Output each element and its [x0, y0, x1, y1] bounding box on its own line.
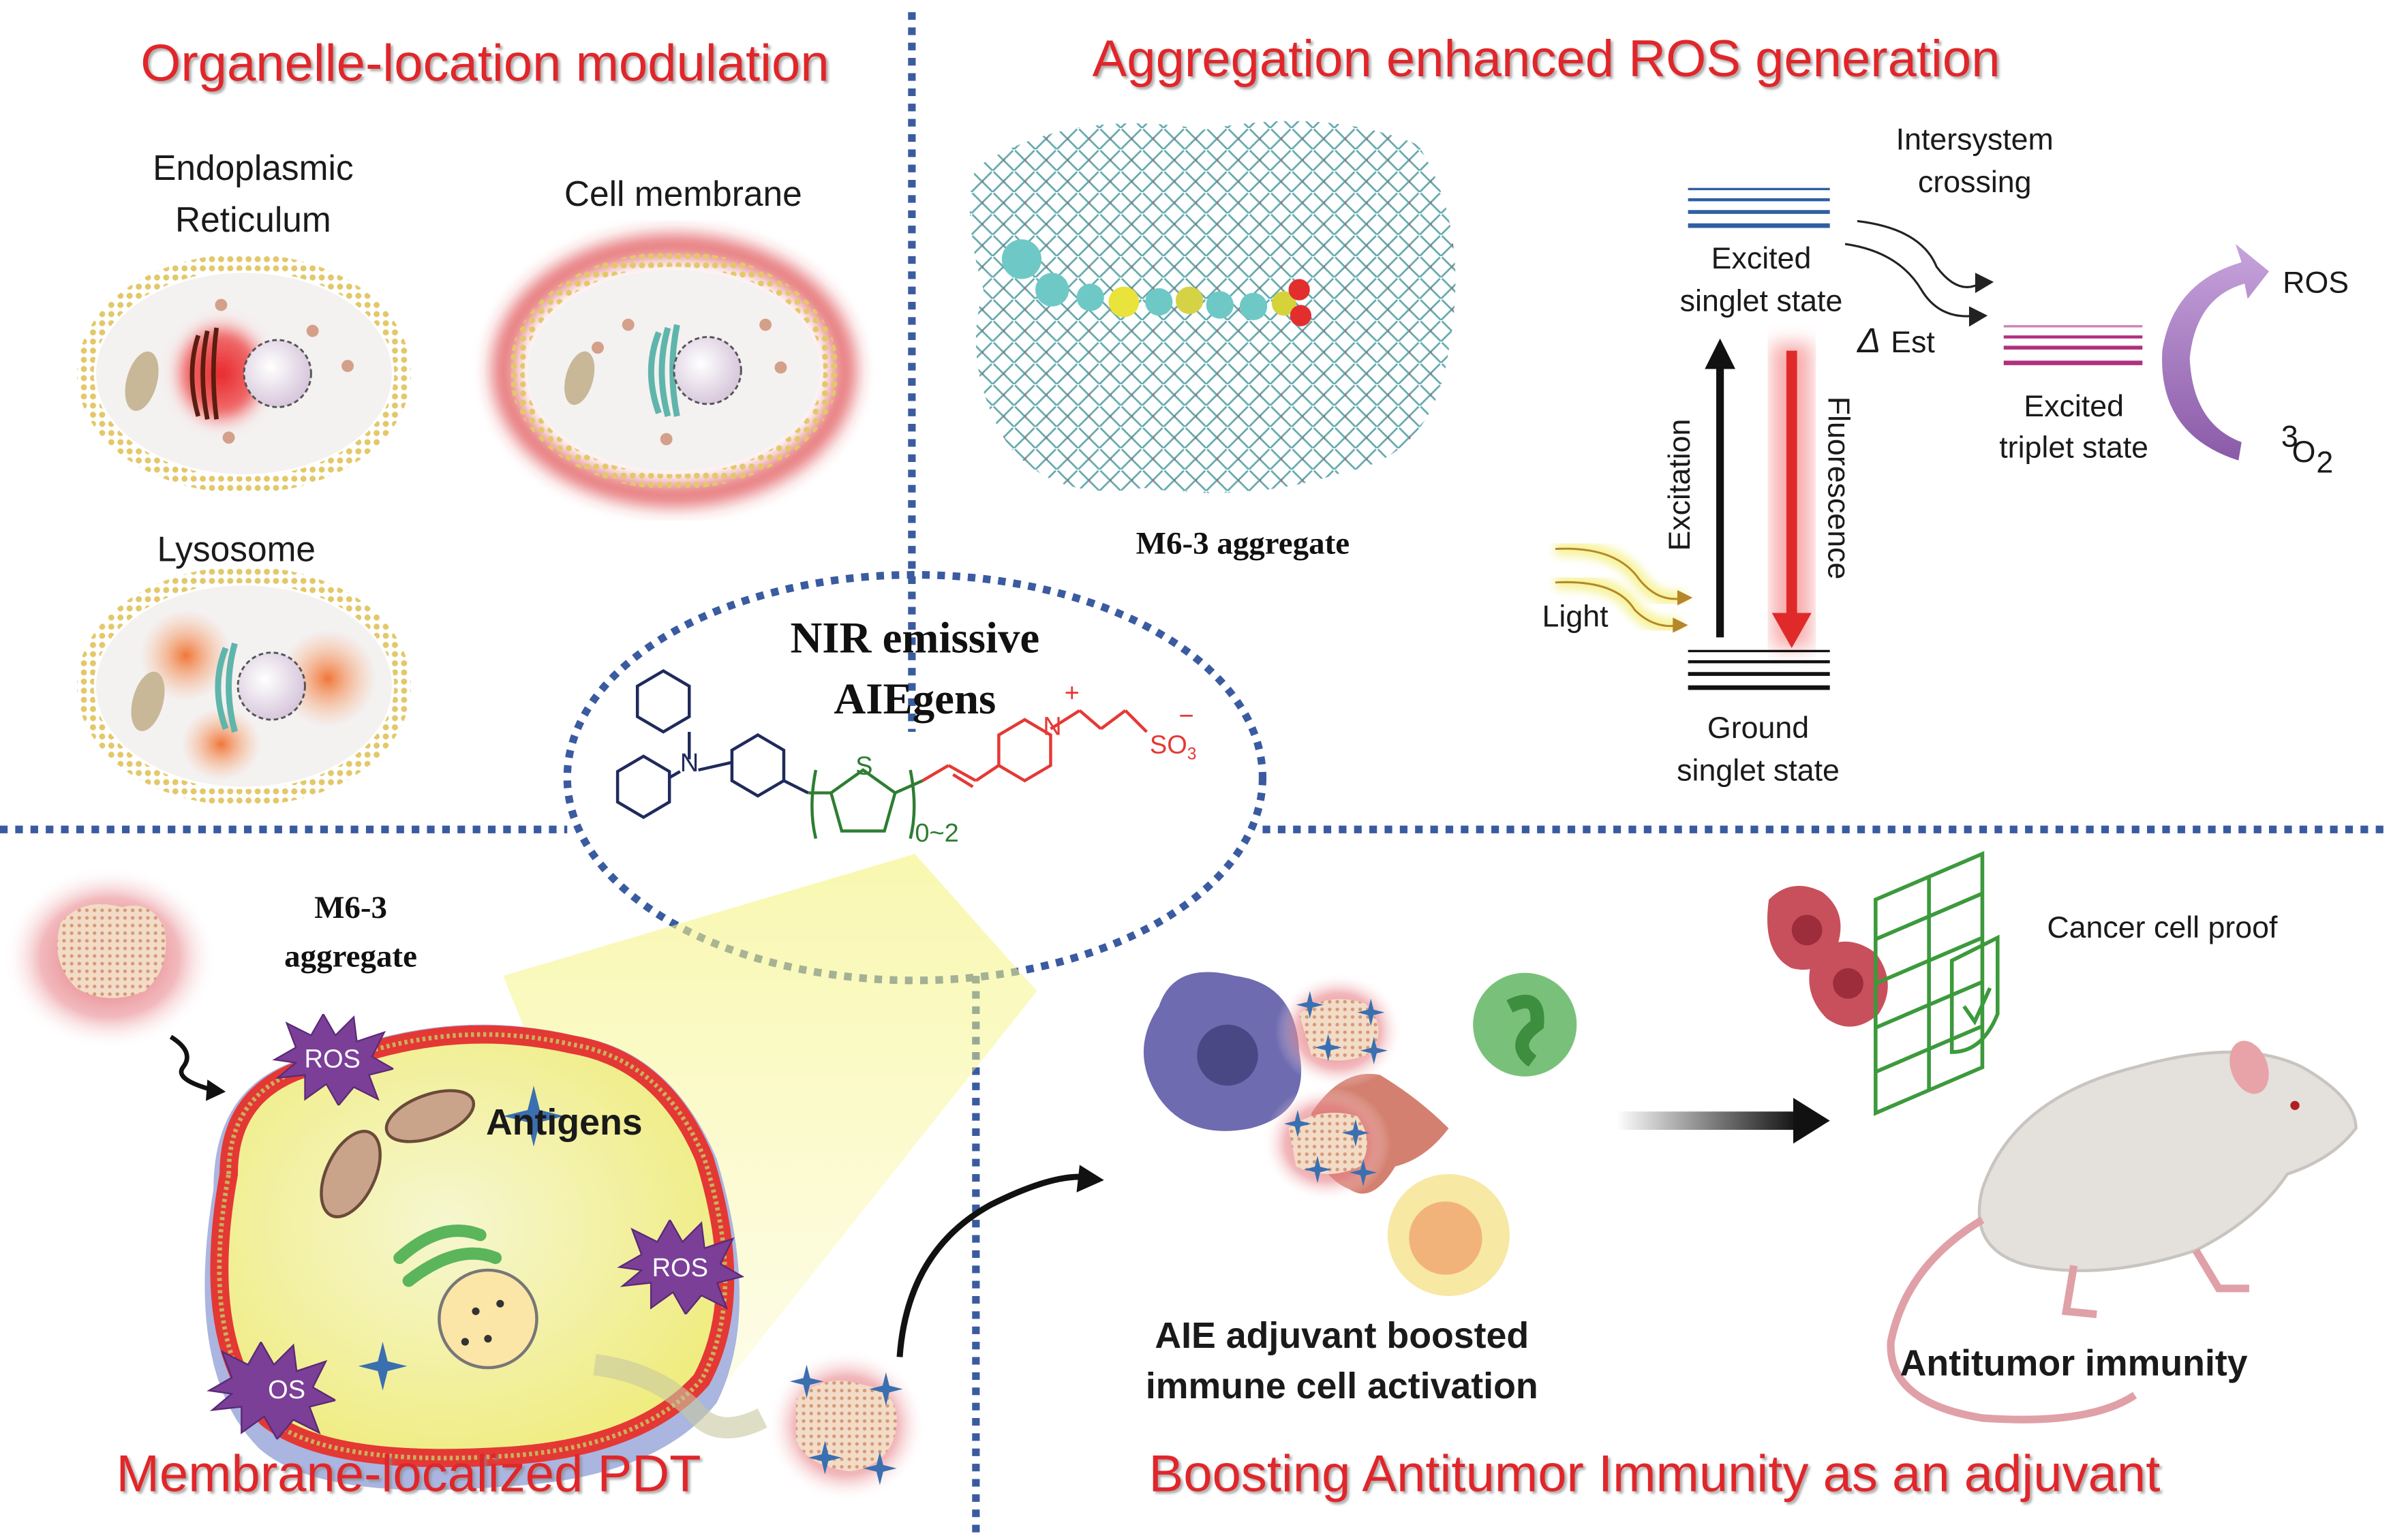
- ros-burst-1: ROS: [273, 1014, 394, 1106]
- activation-label-line2: immune cell activation: [1146, 1366, 1538, 1406]
- excited-singlet-line2: singlet state: [1680, 283, 1843, 318]
- membrane-label: Cell membrane: [564, 174, 802, 213]
- mouse-tail: [1887, 1216, 2137, 1423]
- ros-product-label: ROS: [2283, 266, 2349, 300]
- negative-charge: −: [1178, 702, 1193, 730]
- excited-triplet-line2: triplet state: [1999, 430, 2148, 464]
- lysosome-glow: [140, 610, 232, 702]
- excited-triplet-levels: [2003, 325, 2143, 365]
- release-plume: [593, 1354, 767, 1439]
- immune-cells-cluster: [1143, 972, 1577, 1296]
- immunity-panel-title: Boosting Antitumor Immunity as an adjuva…: [1148, 1445, 2160, 1503]
- antigens-label: Antigens: [486, 1102, 643, 1143]
- isc-label-line1: Intersystem: [1896, 122, 2054, 156]
- ground-singlet-levels: [1688, 649, 1830, 690]
- er-label-line2: Reticulum: [175, 200, 331, 239]
- pyridinium-nitrogen: N: [1043, 713, 1061, 741]
- mitochondrion-icon: [125, 351, 159, 412]
- light-label: Light: [1542, 600, 1609, 634]
- released-aggregate-icon: [767, 1349, 926, 1503]
- golgi-icon: [393, 1225, 502, 1287]
- repeat-count: 0~2: [915, 819, 958, 848]
- isc-arrows: [1844, 219, 1994, 327]
- delta-est-label: Δ Est: [1857, 320, 1935, 360]
- highlighted-molecule: [1001, 239, 1312, 326]
- nucleus-icon: [438, 1268, 538, 1370]
- activation-label-line1: AIE adjuvant boosted: [1155, 1315, 1529, 1356]
- ground-singlet-line2: singlet state: [1677, 754, 1840, 788]
- pyridinium-unit: [922, 709, 1148, 788]
- pdt-aggregate-label-line1: M6-3: [314, 890, 387, 925]
- aggregate-caption: M6-3 aggregate: [1136, 525, 1350, 561]
- excited-triplet-line1: Excited: [2024, 389, 2124, 423]
- ros-burst-3: OS: [208, 1342, 336, 1440]
- er-label-line1: Endoplasmic: [153, 148, 354, 187]
- ros-panel-title: Aggregation enhanced ROS generation: [1093, 30, 2000, 88]
- triphenylamine-unit: [615, 668, 809, 819]
- transfer-arrow: [896, 1173, 1086, 1357]
- mitochondrion-icon: [320, 1130, 382, 1218]
- jablonski-diagram: Intersystem crossing Excited singlet sta…: [1542, 122, 2349, 787]
- pdt-aggregate-label-line2: aggregate: [284, 939, 417, 974]
- aiegen-structure-panel: NIR emissive AIEgens N S 0~2: [615, 614, 1197, 848]
- svg-text:Est: Est: [1891, 325, 1935, 359]
- er-cell: [76, 253, 411, 493]
- pdt-panel-title: Membrane-localized PDT: [117, 1445, 701, 1503]
- svg-text:ROS: ROS: [652, 1254, 708, 1282]
- progression-arrow: [1616, 1098, 1830, 1144]
- antitumor-immunity-label: Antitumor immunity: [1900, 1342, 2248, 1383]
- m6-3-aggregate-model: [969, 121, 1456, 493]
- ros-generation-panel: Aggregation enhanced ROS generation M6-3…: [969, 30, 2349, 788]
- neutrophil-icon: [1473, 972, 1577, 1077]
- nucleus-icon: [243, 339, 312, 408]
- positive-charge: +: [1065, 679, 1080, 707]
- svg-text:Δ: Δ: [1857, 320, 1881, 360]
- immunity-panel: AIE adjuvant boosted immune cell activat…: [1143, 850, 2358, 1503]
- er-highlight-glow: [163, 309, 279, 438]
- organelle-panel-title: Organelle-location modulation: [140, 35, 829, 93]
- transfer-arrow-head: [1076, 1165, 1104, 1192]
- lysosome-label: Lysosome: [157, 529, 316, 568]
- thiophene-unit: [808, 768, 924, 840]
- svg-text:3: 3: [2281, 420, 2298, 454]
- excitation-label: Excitation: [1662, 419, 1696, 551]
- center-title-line2: AIEgens: [834, 675, 996, 724]
- lysosome-glow: [279, 630, 377, 728]
- sulfonate-group: SO3: [1150, 730, 1197, 763]
- ros-burst-2: ROS: [618, 1220, 744, 1314]
- pdt-panel: M6-3 aggregate Antigens ROS: [3, 854, 1104, 1503]
- light-icon: [1555, 540, 1693, 634]
- cancer-cells-icon: [1767, 886, 1888, 1027]
- svg-text:OS: OS: [268, 1376, 305, 1404]
- thiophene-sulfur: S: [855, 752, 872, 781]
- isc-label-line2: crossing: [1918, 165, 2032, 199]
- mitochondrion-icon: [384, 1089, 476, 1143]
- center-title-line1: NIR emissive: [790, 614, 1039, 663]
- energy-transfer-arrow: [2162, 244, 2270, 461]
- membrane-cell: [492, 234, 856, 506]
- excited-singlet-levels: [1688, 187, 1830, 228]
- firewall-shield-icon: [1874, 850, 2000, 1116]
- fluorescence-label: Fluorescence: [1821, 397, 1855, 580]
- organelle-panel: Organelle-location modulation Endoplasmi…: [76, 35, 856, 806]
- entry-arrow-head: [206, 1079, 226, 1101]
- cancer-proof-label: Cancer cell proof: [2047, 910, 2278, 944]
- svg-text:2: 2: [2316, 446, 2333, 480]
- entry-arrow: [169, 1034, 215, 1093]
- fluorescence-arrow: [1771, 343, 1812, 648]
- center-dashed-ellipse: [563, 570, 1267, 985]
- membrane-highlight-glow: [492, 234, 856, 506]
- excitation-arrow: [1705, 338, 1735, 638]
- triplet-oxygen-label: 3 O 2: [2281, 420, 2333, 480]
- lysosome-glow: [181, 707, 261, 781]
- amine-nitrogen: N: [680, 749, 699, 777]
- mouse-icon: [1887, 1041, 2358, 1423]
- m6-3-aggregate-icon: [3, 865, 217, 1049]
- ground-singlet-line1: Ground: [1707, 711, 1809, 745]
- svg-text:ROS: ROS: [305, 1045, 361, 1073]
- svg-text:O: O: [2292, 435, 2316, 469]
- lysosome-cell: [76, 566, 411, 806]
- excited-singlet-line1: Excited: [1711, 241, 1812, 275]
